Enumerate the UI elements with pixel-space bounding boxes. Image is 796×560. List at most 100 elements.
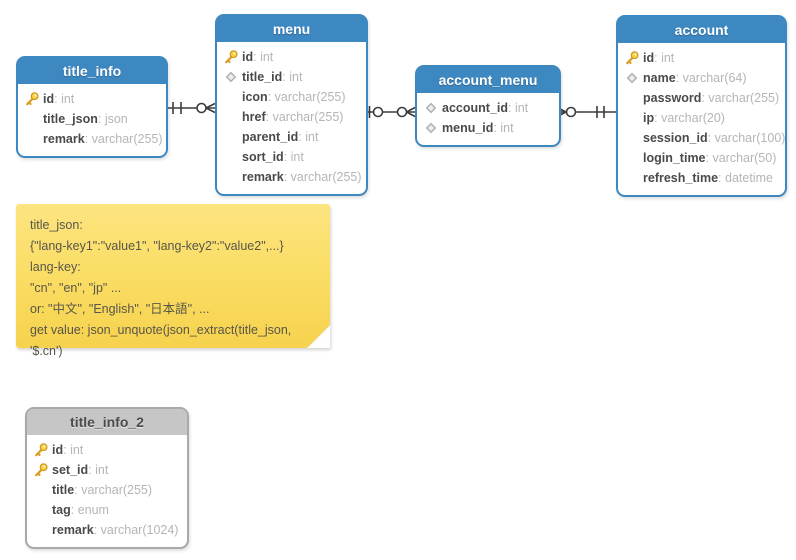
field-name: name — [643, 71, 676, 85]
field-name: login_time — [643, 151, 706, 165]
foreign-key-diamond-icon — [423, 100, 439, 116]
field-name: remark — [242, 170, 284, 184]
field-icon-spacer — [33, 522, 49, 538]
field-row[interactable]: menu_idint — [423, 118, 553, 138]
field-type: varchar(1024) — [94, 523, 179, 537]
foreign-key-diamond-icon — [624, 70, 640, 86]
field-type: int — [282, 70, 302, 84]
field-row[interactable]: remarkvarchar(255) — [24, 129, 163, 149]
table-title[interactable]: title_info_2 — [27, 409, 187, 435]
field-type: int — [508, 101, 528, 115]
field-row[interactable]: namevarchar(64) — [624, 68, 779, 88]
field-type: int — [298, 130, 318, 144]
table-title[interactable]: title_info — [18, 58, 166, 84]
field-row[interactable]: refresh_timedatetime — [624, 168, 779, 188]
table-fields: idint title_idint iconvarchar(255) hrefv… — [217, 42, 366, 194]
table-title[interactable]: account_menu — [417, 67, 559, 93]
note-text-line: get value: json_unquote(json_extract(tit… — [30, 323, 292, 358]
field-row[interactable]: titlevarchar(255) — [33, 480, 181, 500]
field-row[interactable]: hrefvarchar(255) — [223, 107, 360, 127]
field-type: varchar(50) — [706, 151, 776, 165]
field-row[interactable]: tagenum — [33, 500, 181, 520]
field-name: remark — [52, 523, 94, 537]
field-name: account_id — [442, 101, 508, 115]
field-name: refresh_time — [643, 171, 719, 185]
field-row[interactable]: title_jsonjson — [24, 109, 160, 129]
foreign-key-diamond-icon — [223, 69, 239, 85]
field-type: int — [654, 51, 674, 65]
field-name: set_id — [52, 463, 89, 477]
field-name: id — [242, 50, 254, 64]
field-icon-spacer — [223, 89, 239, 105]
field-row[interactable]: remarkvarchar(255) — [223, 167, 362, 187]
field-row[interactable]: idint — [33, 440, 181, 460]
field-icon-spacer — [24, 131, 40, 147]
primary-key-icon — [33, 442, 49, 458]
note-text-line: or: "中文", "English", "日本語", ... — [30, 302, 210, 316]
field-row[interactable]: idint — [624, 48, 779, 68]
field-row[interactable]: title_idint — [223, 67, 360, 87]
field-icon-spacer — [624, 130, 640, 146]
relationship-title_info-menu[interactable] — [164, 102, 216, 114]
field-type: varchar(100) — [708, 131, 786, 145]
entity-table-account[interactable]: account idint namevarchar(64) passwordva… — [616, 15, 787, 197]
field-name: id — [52, 443, 64, 457]
field-name: sort_id — [242, 150, 284, 164]
field-row[interactable]: sort_idint — [223, 147, 360, 167]
field-type: varchar(255) — [268, 90, 346, 104]
field-type: varchar(20) — [654, 111, 725, 125]
entity-table-title-info-2[interactable]: title_info_2 idint set_idint titlevarcha… — [25, 407, 189, 549]
field-type: int — [63, 443, 83, 457]
field-name: title_json — [43, 112, 98, 126]
field-name: tag — [52, 503, 71, 517]
foreign-key-diamond-icon — [423, 120, 439, 136]
field-type: int — [284, 150, 304, 164]
field-icon-spacer — [223, 129, 239, 145]
field-name: icon — [242, 90, 268, 104]
sticky-note[interactable]: title_json: {"lang-key1":"value1", "lang… — [16, 204, 330, 358]
field-row[interactable]: parent_idint — [223, 127, 360, 147]
field-row[interactable]: set_idint — [33, 460, 181, 480]
field-type: int — [54, 92, 74, 106]
table-fields: idint namevarchar(64) passwordvarchar(25… — [618, 43, 785, 195]
field-row[interactable]: remarkvarchar(1024) — [33, 520, 181, 540]
field-name: ip — [643, 111, 655, 125]
field-name: password — [643, 91, 702, 105]
field-row[interactable]: login_timevarchar(50) — [624, 148, 779, 168]
field-name: id — [43, 92, 55, 106]
field-icon-spacer — [223, 109, 239, 125]
relationship-account_menu-account[interactable] — [556, 106, 616, 118]
field-name: session_id — [643, 131, 708, 145]
field-type: datetime — [718, 171, 773, 185]
field-row[interactable]: account_idint — [423, 98, 553, 118]
field-icon-spacer — [624, 170, 640, 186]
field-name: title_id — [242, 70, 283, 84]
field-row[interactable]: ipvarchar(20) — [624, 108, 779, 128]
field-row[interactable]: idint — [223, 47, 360, 67]
field-row[interactable]: idint — [24, 89, 160, 109]
field-icon-spacer — [624, 150, 640, 166]
entity-table-menu[interactable]: menu idint title_idint iconvarchar(255) … — [215, 14, 368, 196]
table-title[interactable]: account — [618, 17, 785, 43]
note-text-line: "cn", "en", "jp" ... — [30, 281, 122, 295]
field-icon-spacer — [223, 149, 239, 165]
field-type: int — [253, 50, 273, 64]
field-row[interactable]: iconvarchar(255) — [223, 87, 360, 107]
table-title[interactable]: menu — [217, 16, 366, 42]
entity-table-account-menu[interactable]: account_menu account_idint menu_idint — [415, 65, 561, 147]
note-folded-corner-icon — [306, 324, 330, 348]
field-icon-spacer — [223, 169, 239, 185]
field-type: enum — [71, 503, 109, 517]
entity-table-title-info[interactable]: title_info idint title_jsonjson remarkva… — [16, 56, 168, 158]
field-type: varchar(255) — [85, 132, 163, 146]
field-type: varchar(64) — [676, 71, 747, 85]
field-name: parent_id — [242, 130, 299, 144]
note-text-line: title_json: — [30, 218, 83, 232]
primary-key-icon — [24, 91, 40, 107]
field-row[interactable]: passwordvarchar(255) — [624, 88, 779, 108]
field-icon-spacer — [24, 111, 40, 127]
primary-key-icon — [33, 462, 49, 478]
table-fields: idint set_idint titlevarchar(255) tagenu… — [27, 435, 187, 547]
field-row[interactable]: session_idvarchar(100) — [624, 128, 785, 148]
relationship-menu-account_menu[interactable] — [364, 106, 416, 118]
